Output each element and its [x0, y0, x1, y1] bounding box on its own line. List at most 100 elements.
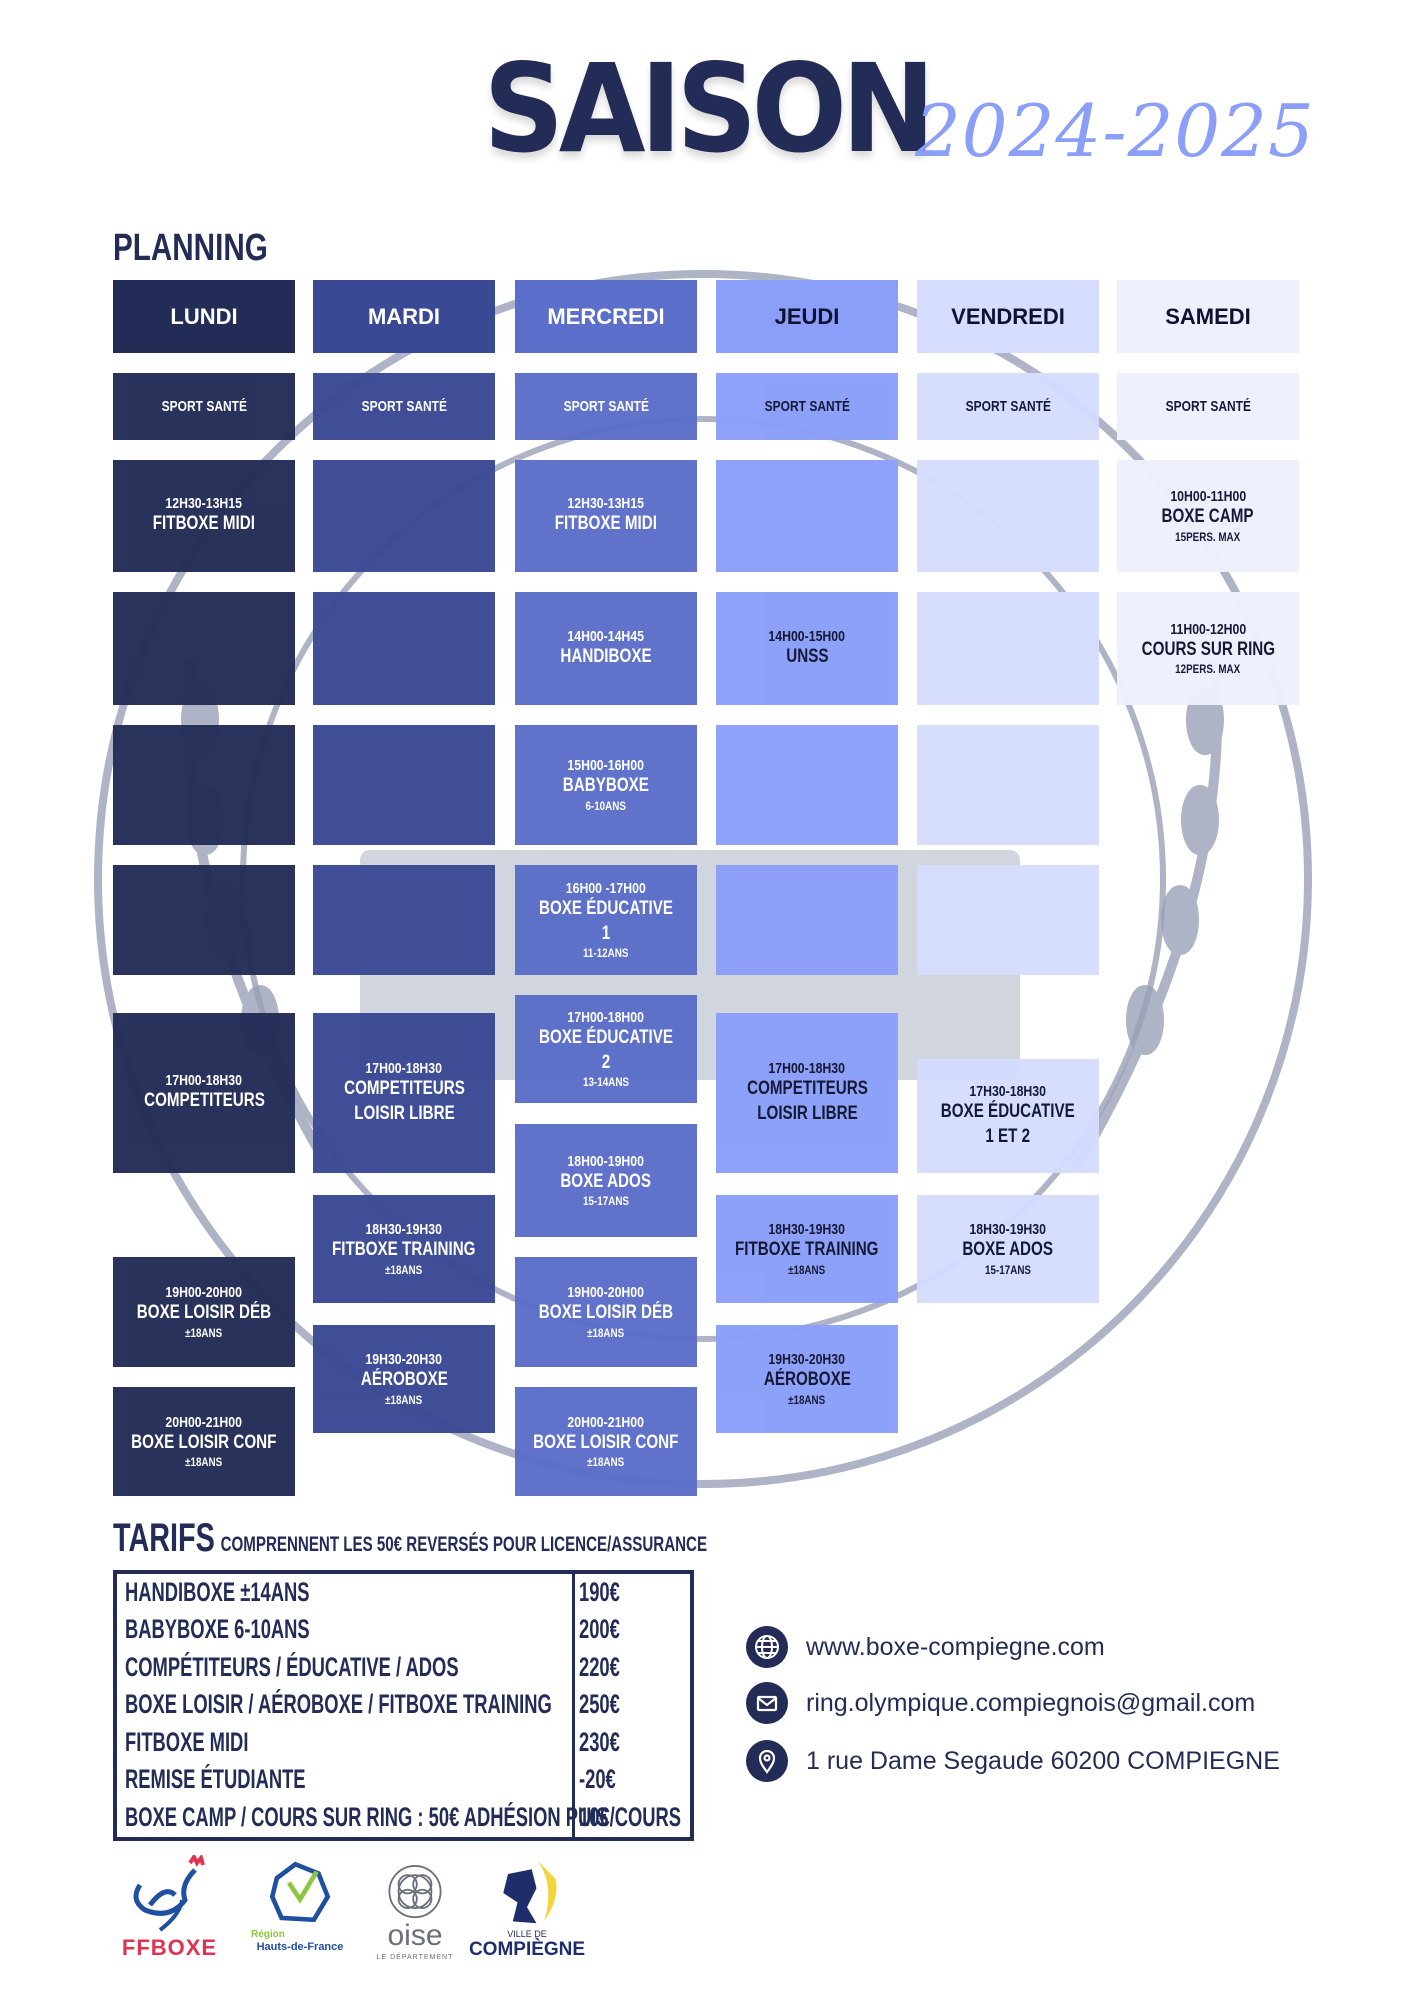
empty-slot — [313, 592, 495, 705]
empty-slot — [313, 725, 495, 845]
tarif-label: REMISE ÉTUDIANTE — [125, 1764, 306, 1795]
table-divider — [572, 1574, 575, 1837]
slot-time: 17H30-18H30 — [969, 1082, 1047, 1100]
season-years: 2024-2025 — [915, 89, 1315, 173]
slot-note: ±18ANS — [185, 1325, 223, 1340]
oise-sublabel: LE DÉPARTEMENT — [376, 1953, 454, 1961]
slot-time: 19H30-20H30 — [365, 1351, 443, 1369]
slot-note: ±18ANS — [587, 1325, 625, 1340]
slot-title: BOXE LOISIR DÉB — [538, 1302, 674, 1324]
class-slot: SPORT SANTÉ — [515, 373, 697, 440]
contact-website[interactable]: www.boxe-compiegne.com — [746, 1626, 1105, 1668]
empty-slot — [917, 865, 1099, 975]
ffboxe-logo: FFBOXE — [112, 1855, 227, 1960]
slot-time: 18H00-19H00 — [567, 1152, 645, 1170]
tarif-price: 200€ — [579, 1614, 620, 1645]
slot-title: BOXE ÉDUCATIVE 2 — [538, 1026, 673, 1073]
slot-title: BOXE LOISIR CONF — [533, 1431, 679, 1453]
email-link[interactable]: ring.olympique.compiegnois@gmail.com — [806, 1688, 1256, 1717]
slot-time: 14H00-14H45 — [567, 627, 645, 645]
slot-title: SPORT SANTÉ — [1165, 398, 1251, 415]
slot-note: ±18ANS — [385, 1262, 423, 1277]
location-pin-icon — [746, 1740, 788, 1782]
slot-note: ±18ANS — [788, 1262, 826, 1277]
slot-time: 14H00-15H00 — [768, 627, 846, 645]
region-label-top: Région — [251, 1929, 285, 1940]
empty-slot — [917, 725, 1099, 845]
class-slot: SPORT SANTÉ — [113, 373, 295, 440]
empty-slot — [113, 865, 295, 975]
day-header-mercredi: MERCREDI — [515, 280, 697, 353]
tarif-price: 230€ — [579, 1726, 620, 1757]
slot-time: 17H00-18H00 — [567, 1008, 645, 1026]
tarif-label: BOXE CAMP / COURS SUR RING : 50€ ADHÉSIO… — [125, 1801, 609, 1832]
slot-note: 6-10ANS — [585, 798, 627, 813]
class-slot: SPORT SANTÉ — [716, 373, 898, 440]
tarifs-subtitle: COMPRENNENT LES 50€ REVERSÉS POUR LICENC… — [220, 1533, 708, 1556]
slot-title: SPORT SANTÉ — [361, 398, 447, 415]
slot-note: ±18ANS — [185, 1455, 223, 1470]
empty-slot — [716, 460, 898, 572]
class-slot: SPORT SANTÉ — [917, 373, 1099, 440]
rooster-icon — [133, 1855, 205, 1932]
tarif-label: BOXE LOISIR / AÉROBOXE / FITBOXE TRAININ… — [125, 1689, 552, 1720]
slot-title: BOXE ÉDUCATIVE 1 ET 2 — [940, 1100, 1075, 1147]
day-header-jeudi: JEUDI — [716, 280, 898, 353]
planning-heading: PLANNING — [113, 227, 268, 269]
slot-time: 20H00-21H00 — [567, 1413, 645, 1431]
slot-time: 18H30-19H30 — [969, 1221, 1047, 1239]
class-slot: SPORT SANTÉ — [313, 373, 495, 440]
slot-note: 13-14ANS — [583, 1075, 629, 1090]
day-header-lundi: LUNDI — [113, 280, 295, 353]
tarif-label: FITBOXE MIDI — [125, 1726, 249, 1757]
slot-time: 18H30-19H30 — [365, 1221, 443, 1239]
oise-logo: oise LE DÉPARTEMENT — [370, 1855, 460, 1962]
region-logo: Région Hauts-de-France — [245, 1855, 355, 1953]
empty-slot — [917, 592, 1099, 705]
slot-time: 19H00-20H00 — [567, 1284, 645, 1302]
tarif-label: BABYBOXE 6-10ANS — [125, 1614, 310, 1645]
oise-flower-icon — [388, 1865, 442, 1919]
slot-title: BOXE ÉDUCATIVE 1 — [538, 897, 673, 944]
slot-title: BOXE ADOS — [962, 1239, 1054, 1261]
slot-time: 17H00-18H30 — [365, 1059, 443, 1077]
tarif-row: BOXE CAMP / COURS SUR RING : 50€ ADHÉSIO… — [125, 1799, 685, 1836]
tarif-row: BABYBOXE 6-10ANS 200€ — [125, 1612, 685, 1649]
empty-slot — [313, 460, 495, 572]
address-text: 1 rue Dame Segaude 60200 COMPIEGNE — [806, 1746, 1280, 1775]
empty-slot — [716, 865, 898, 975]
ville-label-top: VILLE DE — [507, 1929, 547, 1939]
contact-email[interactable]: ring.olympique.compiegnois@gmail.com — [746, 1682, 1255, 1724]
title-saison: SAISON — [483, 38, 936, 180]
lion-fleur-de-lis-icon — [503, 1859, 557, 1924]
tarifs-title: TARIFS — [113, 1516, 215, 1560]
slot-note: ±18ANS — [587, 1455, 625, 1470]
day-header-samedi: SAMEDI — [1117, 280, 1299, 353]
tarif-price: 250€ — [579, 1689, 620, 1720]
empty-slot — [716, 725, 898, 845]
slot-note: 15-17ANS — [985, 1262, 1031, 1277]
france-map-icon — [269, 1861, 331, 1923]
class-slot: SPORT SANTÉ — [1117, 373, 1299, 440]
slot-title: HANDIBOXE — [560, 645, 652, 667]
day-header-vendredi: VENDREDI — [917, 280, 1099, 353]
slot-time: 12H30-13H15 — [165, 495, 243, 513]
slot-note: 15PERS. MAX — [1175, 529, 1241, 544]
website-link[interactable]: www.boxe-compiegne.com — [806, 1632, 1105, 1661]
slot-title: BABYBOXE — [562, 775, 650, 797]
slot-title: SPORT SANTÉ — [563, 398, 649, 415]
ffboxe-label: FFBOXE — [121, 1935, 218, 1960]
